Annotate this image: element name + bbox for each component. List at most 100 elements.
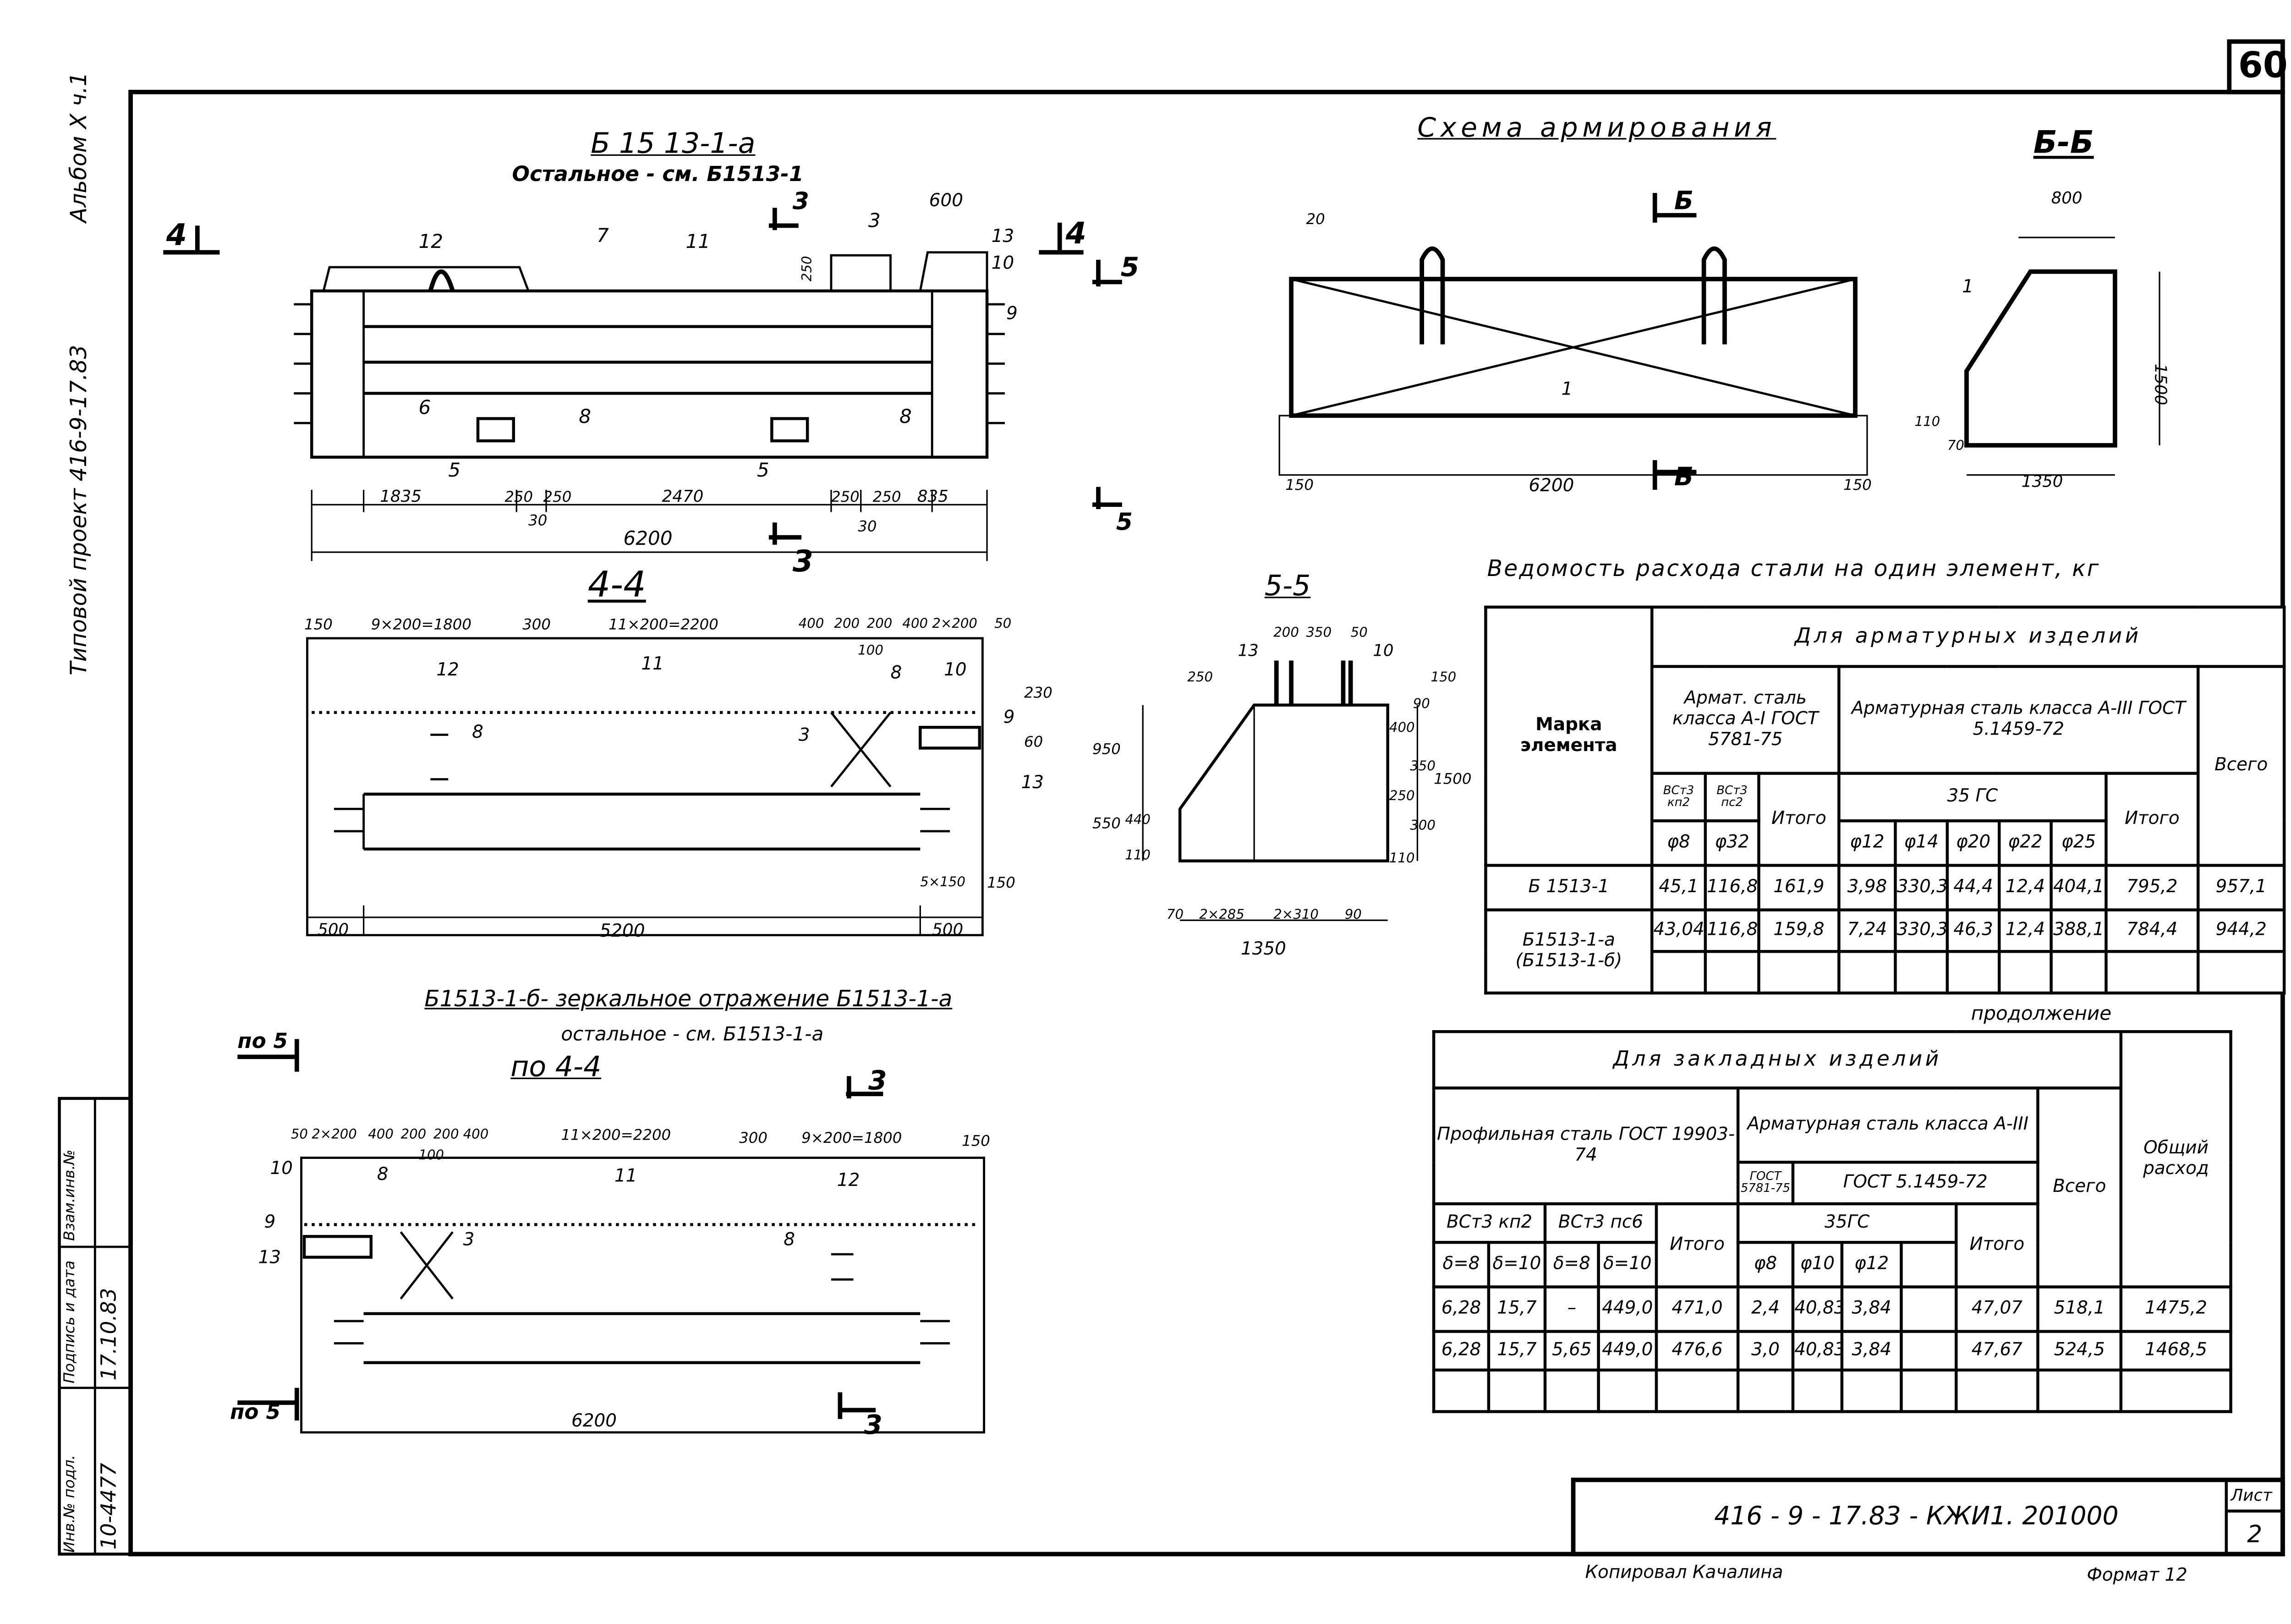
dimension-label: 400 2×200 bbox=[902, 617, 977, 632]
cell: 12,4 bbox=[1997, 908, 2053, 953]
cell: 957,1 bbox=[2197, 864, 2286, 911]
all-header: Всего bbox=[2036, 1086, 2123, 1289]
sheet-label: Лист bbox=[2231, 1486, 2272, 1505]
cell: 3,84 bbox=[1840, 1330, 1903, 1372]
position-label: 10 bbox=[944, 659, 967, 680]
diameter-header: φ25 bbox=[2050, 819, 2108, 867]
diameter-header: φ12 bbox=[1837, 819, 1897, 867]
cell: 449,0 bbox=[1597, 1285, 1658, 1333]
section-mark-3-bottom: 3 bbox=[792, 543, 813, 579]
stamp-sign-label: Подпись и дата bbox=[62, 1260, 79, 1383]
format-label: Формат 12 bbox=[2087, 1564, 2187, 1586]
sheet-value: 2 bbox=[2247, 1520, 2263, 1548]
position-label: 9 bbox=[264, 1211, 276, 1232]
cell: 15,7 bbox=[1487, 1285, 1547, 1333]
dimension-label: 400 bbox=[368, 1128, 394, 1143]
dimension-label: 70 bbox=[1167, 908, 1184, 923]
section-mark-5-top: 5 bbox=[1120, 252, 1140, 284]
dimension-label: 9×200=1800 bbox=[801, 1131, 902, 1147]
dimension-label: 60 bbox=[1024, 735, 1043, 752]
grade-header: 35ГС bbox=[1736, 1202, 1958, 1244]
position-label: 5 bbox=[448, 460, 461, 483]
stamp-replace-label: Взам.инв.№ bbox=[62, 1149, 79, 1241]
cell: 15,7 bbox=[1487, 1330, 1547, 1372]
section-mark-po5-top: по 5 bbox=[237, 1030, 288, 1054]
dimension-label: 6200 bbox=[623, 528, 673, 551]
dimension-label: 1350 bbox=[1240, 938, 1286, 959]
overall-header: Общий расход bbox=[2119, 1030, 2233, 1289]
scheme-title: Схема армирования bbox=[1417, 113, 1776, 144]
dimension-label: 500 bbox=[932, 920, 964, 940]
dimension-label: 70 bbox=[1947, 439, 1964, 455]
dimension-label: 150 bbox=[987, 876, 1015, 892]
cell: 46,3 bbox=[1946, 908, 2001, 953]
dimension-label: 250 bbox=[831, 489, 860, 506]
subcol-header: φ8 bbox=[1736, 1240, 1795, 1289]
dimension-label: 200 bbox=[834, 617, 860, 632]
dimension-label: 350 bbox=[1306, 626, 1332, 642]
document-code: 416 - 9 - 17.83 - КЖИ1. 201000 bbox=[1714, 1502, 2119, 1532]
dimension-label: 440 bbox=[1125, 813, 1151, 828]
dimension-label: 50 bbox=[994, 617, 1012, 632]
position-label: 11 bbox=[641, 653, 664, 674]
main-view bbox=[163, 208, 1122, 561]
dimension-label: 2470 bbox=[662, 487, 704, 506]
section-4-4-view bbox=[306, 637, 984, 937]
dimension-label: 350 bbox=[1410, 760, 1436, 775]
dimension-label: 250 bbox=[1389, 790, 1415, 805]
dimension-label: 250 bbox=[872, 489, 901, 506]
diameter-header: φ32 bbox=[1704, 819, 1760, 867]
dimension-label: 400 bbox=[463, 1128, 489, 1143]
dimension-label: 250 bbox=[543, 489, 572, 506]
position-label: 8 bbox=[890, 662, 902, 683]
dimension-label: 250 bbox=[504, 489, 533, 506]
cell: 388,1 bbox=[2050, 908, 2108, 953]
subcol-header: δ=8 bbox=[1543, 1240, 1600, 1289]
position-label: 8 bbox=[579, 406, 592, 429]
gost-header: ГОСТ 5.1459-72 bbox=[1791, 1161, 2039, 1206]
cell: 40,83 bbox=[1791, 1330, 1844, 1372]
dimension-label: 250 bbox=[800, 256, 816, 282]
dimension-label: 110 bbox=[1125, 849, 1151, 864]
cell: 47,67 bbox=[1955, 1330, 2039, 1372]
reinforcement-scheme bbox=[1278, 193, 1868, 490]
section-mark-po5-bottom: по 5 bbox=[230, 1401, 280, 1425]
total-header: Итого bbox=[1655, 1202, 1740, 1289]
cell: 2,4 bbox=[1736, 1285, 1795, 1333]
dimension-label: 150 bbox=[304, 617, 333, 634]
position-label: 13 bbox=[1021, 772, 1044, 793]
position-label: 1 bbox=[1962, 276, 1973, 297]
position-label: 10 bbox=[1373, 641, 1394, 661]
cell: 944,2 bbox=[2197, 908, 2286, 953]
project-label: Типовой проект 416-9-17.83 bbox=[65, 345, 92, 675]
dimension-label: 100 bbox=[858, 644, 883, 659]
cell: 3,0 bbox=[1736, 1330, 1795, 1372]
mark-header: Марка элемента bbox=[1484, 605, 1654, 867]
section-mark-4-left: 4 bbox=[166, 216, 187, 252]
dimension-label: 2×310 bbox=[1273, 908, 1319, 923]
section-b-b-view bbox=[1964, 236, 2160, 476]
position-label: 6 bbox=[418, 398, 431, 420]
position-label: 8 bbox=[784, 1229, 795, 1250]
cell: – bbox=[1543, 1285, 1600, 1333]
cell: 449,0 bbox=[1597, 1330, 1658, 1372]
total-header: Итого bbox=[2105, 772, 2200, 867]
cell: 795,2 bbox=[2105, 864, 2200, 911]
position-label: 10 bbox=[270, 1158, 293, 1179]
dimension-label: 2×200 bbox=[312, 1128, 357, 1143]
position-label: 12 bbox=[436, 659, 459, 680]
dimension-label: 30 bbox=[528, 513, 548, 530]
grade-header: ВСт3 кп2 bbox=[1650, 772, 1707, 823]
cell: 784,4 bbox=[2105, 908, 2200, 953]
position-label: 12 bbox=[418, 231, 444, 254]
position-label: 9 bbox=[1003, 706, 1015, 728]
position-label: 3 bbox=[463, 1229, 475, 1250]
dimension-label: 1350 bbox=[2021, 472, 2063, 492]
subcol-header: δ=10 bbox=[1597, 1240, 1658, 1289]
position-label: 5 bbox=[756, 460, 769, 483]
dimension-label: 150 bbox=[1431, 671, 1457, 686]
